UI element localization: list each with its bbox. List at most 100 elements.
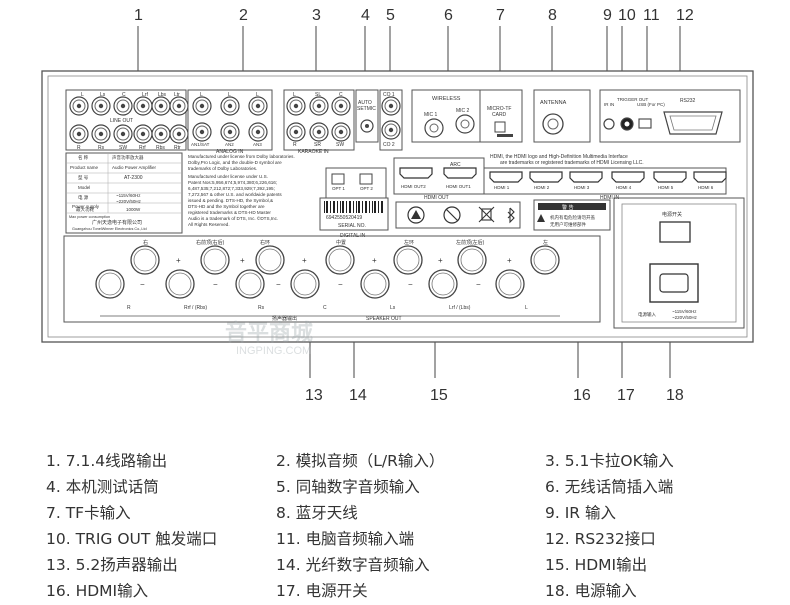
line-out-jack-sw[interactable] bbox=[113, 124, 133, 144]
dts-notice-2: Patent Nos:5,956,674;5,974,380;6,226,616… bbox=[188, 180, 277, 185]
speaker-terminal-rs-neg[interactable] bbox=[235, 269, 265, 299]
speaker-terminal-ls-pos[interactable] bbox=[393, 245, 423, 275]
analog-in-label-top-3: L bbox=[256, 92, 259, 98]
hdmi-in-3-port[interactable] bbox=[569, 171, 603, 183]
speaker-terminal-lrf-neg[interactable] bbox=[428, 269, 458, 299]
antenna-section: ANTENNA bbox=[533, 89, 591, 143]
dts-notice-7: registered trademarks & DTS-HD Master bbox=[188, 210, 271, 215]
wireless-mic1-jack[interactable] bbox=[424, 118, 444, 138]
callout-8: 8 bbox=[548, 7, 557, 24]
analog-in-jack-2l[interactable] bbox=[220, 96, 240, 116]
spec-power-value-1: ~115V/60Hz bbox=[116, 193, 141, 198]
spec-maxpower-cn: 最大功耗 bbox=[76, 206, 94, 213]
warning-text-2: 无用户可维修部件 bbox=[550, 221, 586, 228]
legend-item-15: 15. HDMI输出 bbox=[545, 556, 648, 574]
karaoke-in-jack-l[interactable] bbox=[286, 96, 306, 116]
hdmi-notice-1: HDMI, the HDMI logo and High-Definition … bbox=[490, 154, 628, 160]
line-out-jack-rrf[interactable] bbox=[133, 124, 153, 144]
tf-card-slot[interactable] bbox=[494, 121, 506, 133]
micro-tf-label-2: CARD bbox=[492, 112, 507, 118]
line-out-label-sw: SW bbox=[119, 145, 127, 151]
line-out-label-c: C bbox=[122, 92, 126, 98]
line-out-jack-c[interactable] bbox=[113, 96, 133, 116]
analog-in-jack-3r[interactable] bbox=[248, 122, 268, 142]
speaker-terminal-r-pos[interactable] bbox=[130, 245, 160, 275]
weee-bin-icon bbox=[481, 208, 492, 221]
hdmi-out2-port[interactable] bbox=[399, 167, 433, 179]
speaker-terminal-c-neg[interactable] bbox=[290, 269, 320, 299]
speaker-terminal-lrf-pos[interactable] bbox=[457, 245, 487, 275]
hdmi-out1-port[interactable] bbox=[443, 167, 477, 179]
speaker-terminal-c-pos[interactable] bbox=[325, 245, 355, 275]
spec-name-en: Product name bbox=[70, 165, 99, 170]
hdmi-in-4-port[interactable] bbox=[611, 171, 645, 183]
wireless-mic2-jack[interactable] bbox=[455, 114, 475, 134]
spec-maxpower-en: Max power consumption bbox=[69, 215, 110, 219]
wireless-mic1-label: MIC 1 bbox=[424, 112, 438, 118]
antenna-connector[interactable] bbox=[542, 113, 564, 135]
usb-port[interactable] bbox=[638, 118, 652, 129]
line-out-jack-rtr[interactable] bbox=[169, 124, 189, 144]
optical-2-port[interactable] bbox=[359, 173, 373, 185]
optical-1-label: OPT 1 bbox=[332, 186, 345, 191]
hdmi-out-title: HDMI OUT bbox=[424, 195, 449, 201]
line-out-jack-ltr[interactable] bbox=[169, 96, 189, 116]
ir-in-jack[interactable] bbox=[603, 118, 615, 130]
speaker-terminal-r-neg[interactable] bbox=[95, 269, 125, 299]
speaker-top-label-2: 右前顶(右后) bbox=[196, 239, 225, 246]
speaker-terminal-rrf-pos[interactable] bbox=[200, 245, 230, 275]
watermark-sub: INGPING.COM bbox=[236, 345, 311, 357]
analog-in-jack-2r[interactable] bbox=[220, 122, 240, 142]
line-out-jack-lrf[interactable] bbox=[133, 96, 153, 116]
line-out-label-rtr: Rtr bbox=[174, 145, 181, 151]
line-out-jack-ls[interactable] bbox=[91, 96, 111, 116]
power-switch-label: 电源开关 bbox=[662, 211, 682, 218]
speaker-terminal-l-neg[interactable] bbox=[495, 269, 525, 299]
spec-model-en: Model bbox=[78, 185, 90, 190]
line-out-jack-lbs[interactable] bbox=[151, 96, 171, 116]
hdmi-in-5-port[interactable] bbox=[653, 171, 687, 183]
analog-in-jack-1l[interactable] bbox=[192, 96, 212, 116]
coaxial-jack-1[interactable] bbox=[381, 96, 401, 116]
karaoke-in-jack-sr[interactable] bbox=[309, 122, 329, 142]
speaker-terminal-rrf-neg[interactable] bbox=[165, 269, 195, 299]
power-inlet[interactable] bbox=[649, 263, 699, 303]
karaoke-in-label-r: R bbox=[293, 142, 297, 148]
karaoke-in-jack-sl[interactable] bbox=[309, 96, 329, 116]
line-out-jack-l[interactable] bbox=[69, 96, 89, 116]
hdmi-notice-2: are trademarks or registered trademarks … bbox=[500, 160, 644, 166]
analog-in-label-an2: AN2 bbox=[225, 142, 234, 147]
analog-in-jack-1r[interactable] bbox=[192, 122, 212, 142]
power-switch[interactable] bbox=[659, 221, 691, 243]
hdmi-in-2-port[interactable] bbox=[529, 171, 563, 183]
karaoke-in-jack-sw[interactable] bbox=[331, 122, 351, 142]
rs232-port[interactable] bbox=[663, 111, 723, 135]
coaxial-label-1: CO 1 bbox=[383, 92, 395, 98]
analog-in-label-top-2: L bbox=[228, 92, 231, 98]
speaker-terminal-ls-neg[interactable] bbox=[360, 269, 390, 299]
callout-11: 11 bbox=[643, 7, 660, 24]
callout-15: 15 bbox=[430, 387, 448, 404]
speaker-terminal-rs-pos[interactable] bbox=[255, 245, 285, 275]
spec-label: 名 称 声音功率放大器 Product name Audio Power Amp… bbox=[65, 152, 183, 234]
coaxial-jack-2[interactable] bbox=[381, 120, 401, 140]
analog-in-jack-3l[interactable] bbox=[248, 96, 268, 116]
svg-text:−: − bbox=[476, 280, 481, 289]
speaker-out-title: SPEAKER OUT bbox=[366, 316, 402, 322]
watermark-main: 音平商城 bbox=[225, 320, 313, 346]
dolby-notice-2: Dolby,Pro Logic, and the double-D symbol… bbox=[188, 160, 282, 165]
dolby-notice-3: trademarks of Dolby Laboratories. bbox=[188, 166, 257, 171]
speaker-bottom-label-3: Rs bbox=[258, 305, 265, 311]
analog-in-label-top-1: L bbox=[200, 92, 203, 98]
hdmi-in-1-port[interactable] bbox=[489, 171, 523, 183]
manufacturer-cn: 广州天逸电子有限公司 bbox=[92, 219, 142, 226]
line-out-jack-rbs[interactable] bbox=[151, 124, 171, 144]
karaoke-in-jack-c[interactable] bbox=[331, 96, 351, 116]
line-out-jack-r[interactable] bbox=[69, 124, 89, 144]
optical-1-port[interactable] bbox=[331, 173, 345, 185]
callout-16: 16 bbox=[573, 387, 591, 404]
line-out-jack-rs[interactable] bbox=[91, 124, 111, 144]
speaker-terminal-l-pos[interactable] bbox=[530, 245, 560, 275]
hdmi-in-6-port[interactable] bbox=[693, 171, 727, 183]
karaoke-in-jack-r[interactable] bbox=[286, 122, 306, 142]
